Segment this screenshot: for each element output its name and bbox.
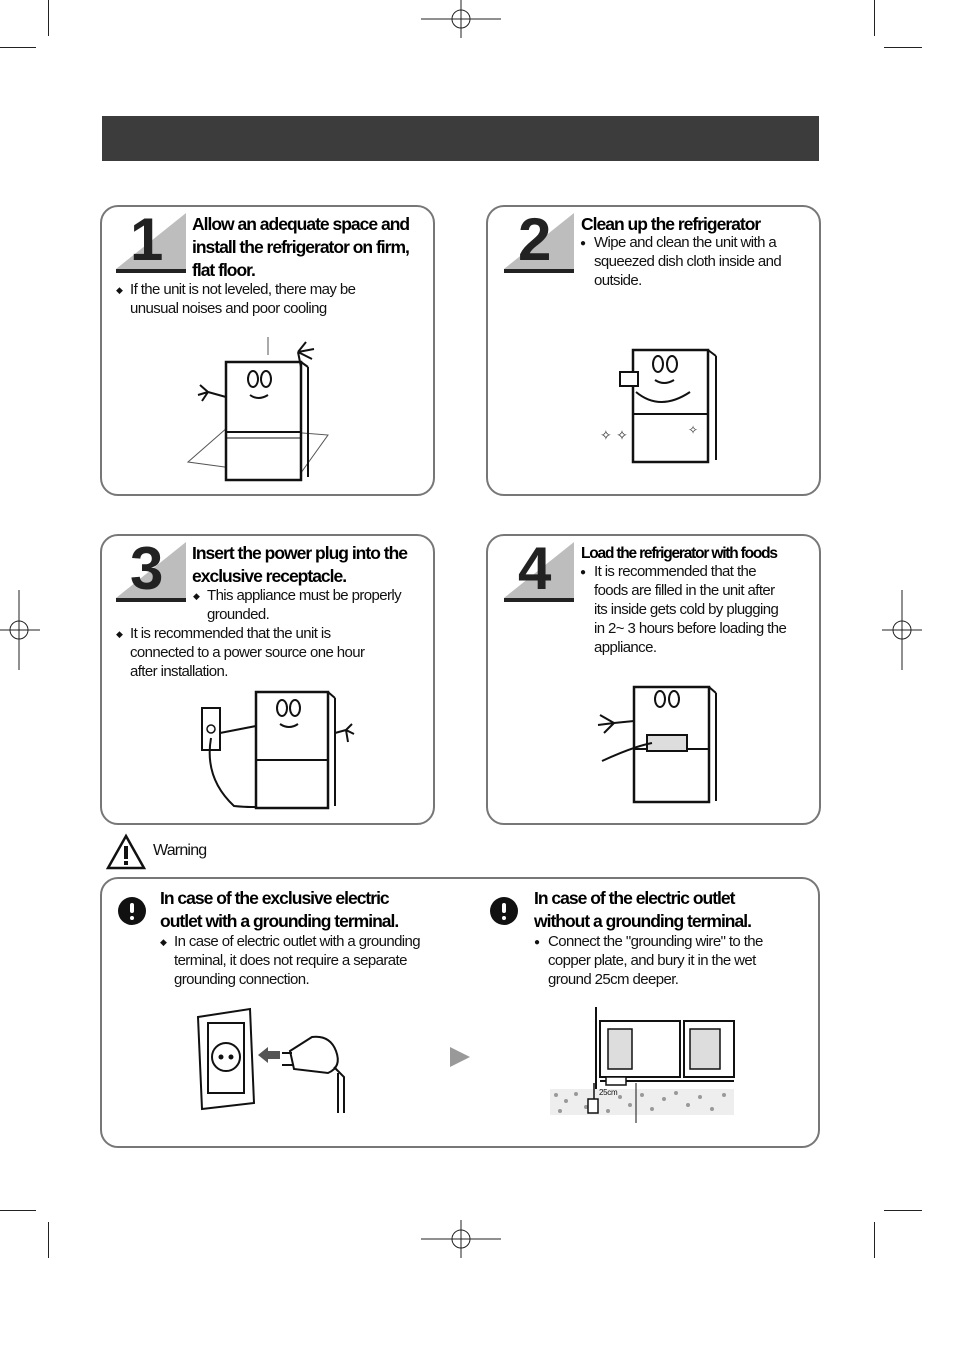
step-number-text: 2 bbox=[518, 206, 551, 273]
step-number: 1 bbox=[116, 209, 186, 275]
registration-mark-top bbox=[421, 0, 501, 38]
warning-left-bullet: In case of electric outlet with a ground… bbox=[160, 932, 421, 989]
fridge-loading-illustration bbox=[597, 685, 717, 804]
step-number: 3 bbox=[116, 538, 186, 604]
crop-mark bbox=[874, 0, 875, 36]
caution-circle-icon bbox=[490, 897, 518, 925]
fridge-plug-illustration bbox=[201, 690, 355, 810]
crop-mark bbox=[884, 47, 922, 48]
svg-text:✧: ✧ bbox=[688, 423, 698, 437]
warning-label: Warning bbox=[153, 842, 207, 859]
header-bar bbox=[102, 116, 819, 161]
step-bullet: If the unit is not leveled, there may be… bbox=[116, 280, 356, 318]
registration-mark-bottom bbox=[421, 1220, 501, 1258]
fridge-cleaning-illustration: ✧ ✧ ✧ bbox=[600, 348, 717, 464]
crop-mark bbox=[48, 1222, 49, 1258]
step-number-text: 4 bbox=[518, 535, 551, 602]
arrow-left-icon bbox=[258, 1047, 280, 1063]
step-title: Clean up the refrigerator bbox=[581, 214, 761, 234]
caution-circle-icon bbox=[118, 897, 146, 925]
panel-step-2: 2 Clean up the refrigerator Wipe and cle… bbox=[486, 205, 821, 496]
crop-mark bbox=[48, 0, 49, 36]
crop-mark bbox=[884, 1210, 922, 1211]
step-number: 4 bbox=[504, 538, 574, 604]
grounding-wire-illustration bbox=[550, 1007, 735, 1123]
fridge-illustration bbox=[186, 337, 329, 482]
crop-mark bbox=[0, 47, 36, 48]
step-number-text: 3 bbox=[130, 535, 163, 602]
crop-mark bbox=[0, 1210, 36, 1211]
svg-text:✧ ✧: ✧ ✧ bbox=[600, 428, 628, 444]
warning-right-bullet: Connect the "grounding wire" to thecoppe… bbox=[534, 932, 763, 989]
step-number: 2 bbox=[504, 209, 574, 275]
outlet-plug-illustration bbox=[196, 1007, 345, 1113]
warning-triangle-icon bbox=[105, 833, 147, 870]
registration-mark-left bbox=[0, 590, 40, 670]
step-number-text: 1 bbox=[130, 206, 163, 273]
crop-mark bbox=[874, 1222, 875, 1258]
step-bullet: It is recommended that the unit isconnec… bbox=[116, 624, 365, 681]
registration-mark-right bbox=[882, 590, 922, 670]
panel-step-4: 4 Load the refrigerator with foods It is… bbox=[486, 534, 821, 825]
step-title: Load the refrigerator with foods bbox=[581, 545, 778, 562]
depth-label: 25cm bbox=[599, 1088, 618, 1097]
arrow-right-icon bbox=[450, 1047, 470, 1067]
